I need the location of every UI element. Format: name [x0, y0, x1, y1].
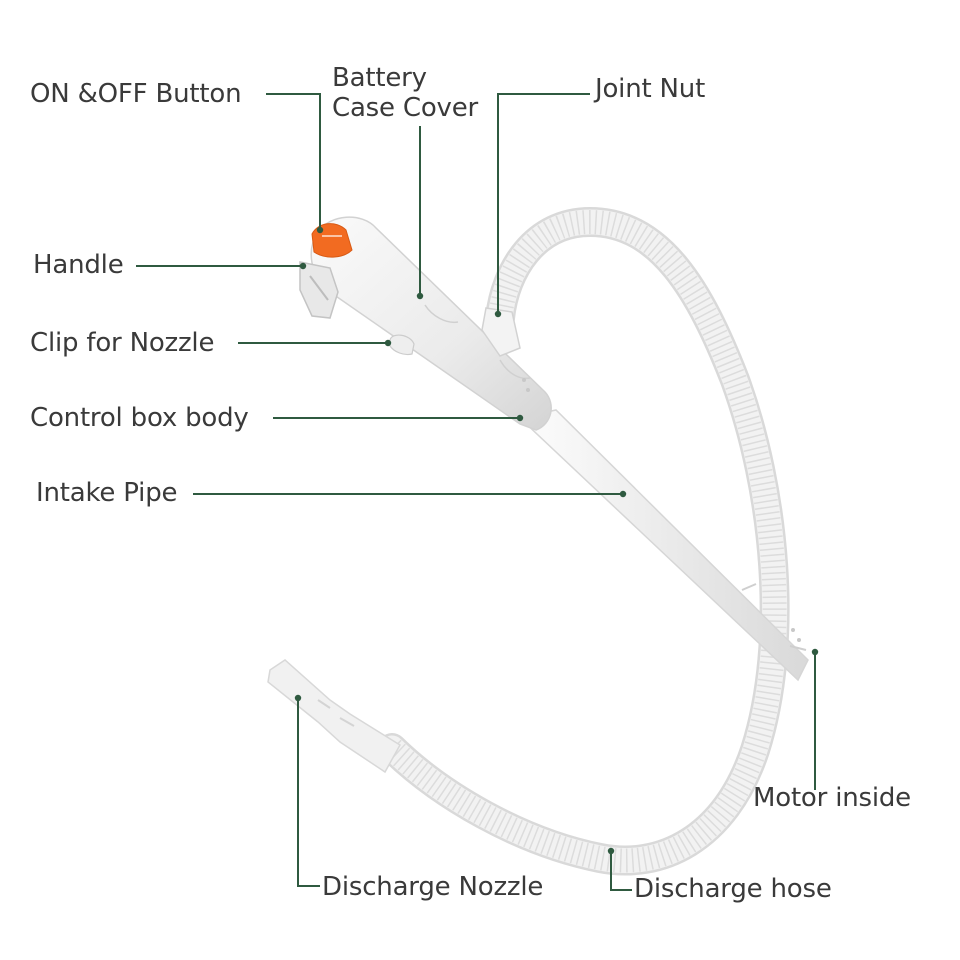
leader-discharge-nozzle — [297, 698, 320, 887]
label-handle: Handle — [33, 250, 124, 280]
leader-motor-inside-dot — [811, 648, 819, 656]
label-discharge-hose: Discharge hose — [634, 874, 832, 904]
leader-on-off-button — [266, 93, 321, 230]
label-battery-case-cover-line2: Case Cover — [332, 93, 479, 123]
leader-discharge-nozzle-dot — [294, 694, 302, 702]
leader-discharge-hose-dot — [607, 847, 615, 855]
leader-joint-nut-dot — [494, 310, 502, 318]
clip-graphic — [389, 334, 415, 356]
handle-graphic — [299, 261, 339, 319]
leader-clip-for-nozzle-dot — [384, 339, 392, 347]
leader-battery-case-cover-dot — [416, 292, 424, 300]
discharge-nozzle-graphic — [267, 659, 402, 774]
label-on-off-button: ON &OFF Button — [30, 79, 242, 109]
label-discharge-nozzle: Discharge Nozzle — [322, 872, 544, 902]
label-motor-inside: Motor inside — [753, 783, 911, 813]
hose-ribs — [383, 209, 787, 873]
leader-joint-nut — [497, 93, 590, 314]
label-battery-case-cover-line1: Battery — [332, 63, 427, 93]
leader-lines — [136, 93, 819, 891]
discharge-hose-graphic — [377, 206, 790, 876]
joint-nut-graphic — [481, 307, 521, 357]
leader-handle-dot — [299, 262, 307, 270]
leader-discharge-hose — [610, 851, 632, 891]
label-joint-nut: Joint Nut — [595, 74, 706, 104]
label-clip-for-nozzle: Clip for Nozzle — [30, 328, 215, 358]
leader-intake-pipe-dot — [619, 490, 627, 498]
label-control-box-body: Control box body — [30, 403, 249, 433]
leader-control-box-body-dot — [516, 414, 524, 422]
label-intake-pipe: Intake Pipe — [36, 478, 178, 508]
label-battery-case-cover: Battery Case Cover — [332, 63, 478, 123]
leader-on-off-button-dot — [316, 226, 324, 234]
